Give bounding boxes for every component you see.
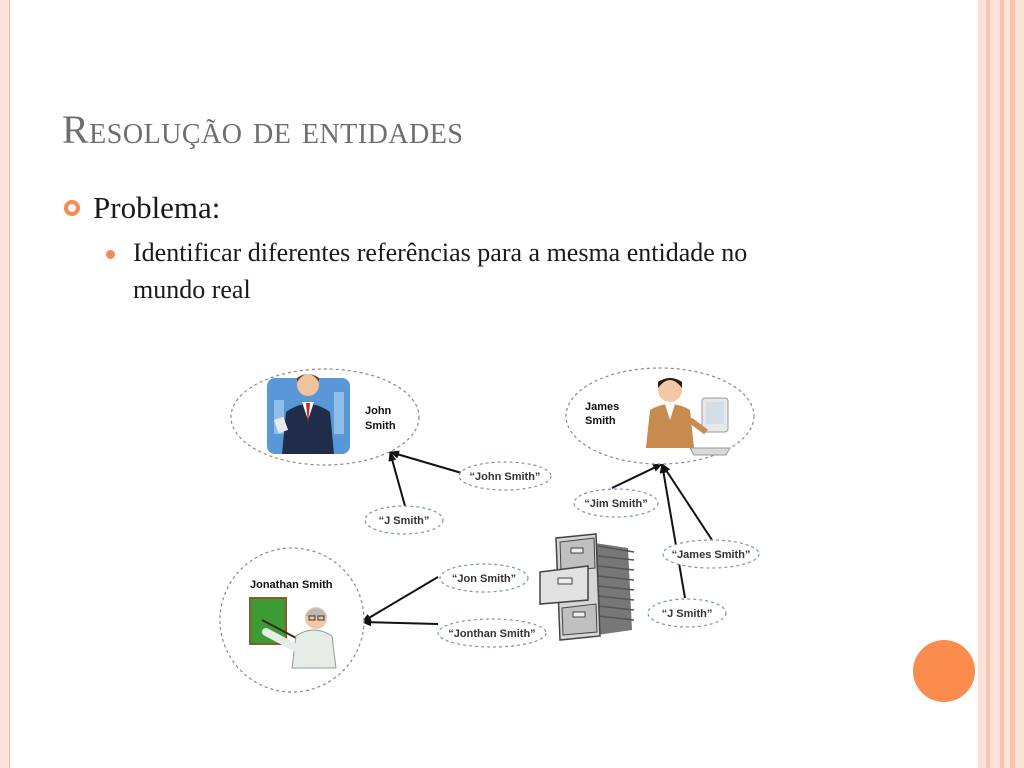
reference-j-smith-2-label: “J Smith” [662,608,713,620]
entity-john-label-line2: Smith [365,420,396,432]
decorative-orange-circle [913,640,975,702]
arrow-john-smith [389,450,466,475]
arrow-jon-smith [361,576,439,623]
bullet-level2-text: Identificar diferentes referências para … [133,238,748,304]
reference-jonthan-smith-label: “Jonthan Smith” [448,628,535,640]
right-border-stripe-6 [1010,0,1015,768]
arrow-j-smith-1 [388,451,406,507]
entity-john-label-line1: John [365,405,392,417]
filing-cabinet-icon [539,533,635,641]
entity-james-label-line2: Smith [585,415,616,427]
computer-user-icon [646,378,731,456]
right-border-stripe-1 [978,0,986,768]
entity-jonathan-label: Jonathan Smith [250,579,333,591]
bullet-dot-icon [106,250,115,259]
reference-jim-smith: “Jim Smith” [573,488,659,518]
left-border-stripe [0,0,9,768]
bullet-ring-icon [64,200,80,216]
entity-james-label-line1: James [585,401,619,413]
reference-j-smith-2: “J Smith” [647,598,727,628]
entity-jonathan-smith: Jonathan Smith [219,547,365,693]
right-border-stripe-5 [1004,0,1010,768]
reference-jim-smith-label: “Jim Smith” [584,498,648,510]
right-border-stripe-7 [1015,0,1024,768]
arrows [361,450,713,627]
entity-james-smith: James Smith [565,367,755,465]
reference-j-smith-1: “J Smith” [364,505,444,535]
left-border-line [9,0,10,768]
reference-james-smith: “James Smith” [662,539,760,569]
reference-jon-smith-label: “Jon Smith” [452,573,516,585]
reference-j-smith-1-label: “J Smith” [379,515,430,527]
bullet-level1-text: Problema: [93,190,221,225]
arrow-j-smith-2 [659,463,686,599]
reference-jon-smith: “Jon Smith” [439,563,529,593]
entity-john-smith: John Smith [230,368,420,466]
arrow-jim-smith [611,463,663,489]
right-border-stripe-3 [990,0,1000,768]
teacher-icon [249,597,337,669]
entity-jonathan-ellipse [219,547,365,693]
reference-john-smith: “John Smith” [458,461,552,491]
reference-jonthan-smith: “Jonthan Smith” [437,618,547,648]
reference-james-smith-label: “James Smith” [672,549,751,561]
arrow-jonthan-smith [361,618,439,627]
businessman-icon [267,374,350,454]
slide-title: Resolução de entidades [62,107,464,152]
right-border-stripe-2 [986,0,990,768]
reference-john-smith-label: “John Smith” [470,471,541,483]
right-border-stripe-4 [1000,0,1004,768]
arrow-james-smith [661,463,713,541]
